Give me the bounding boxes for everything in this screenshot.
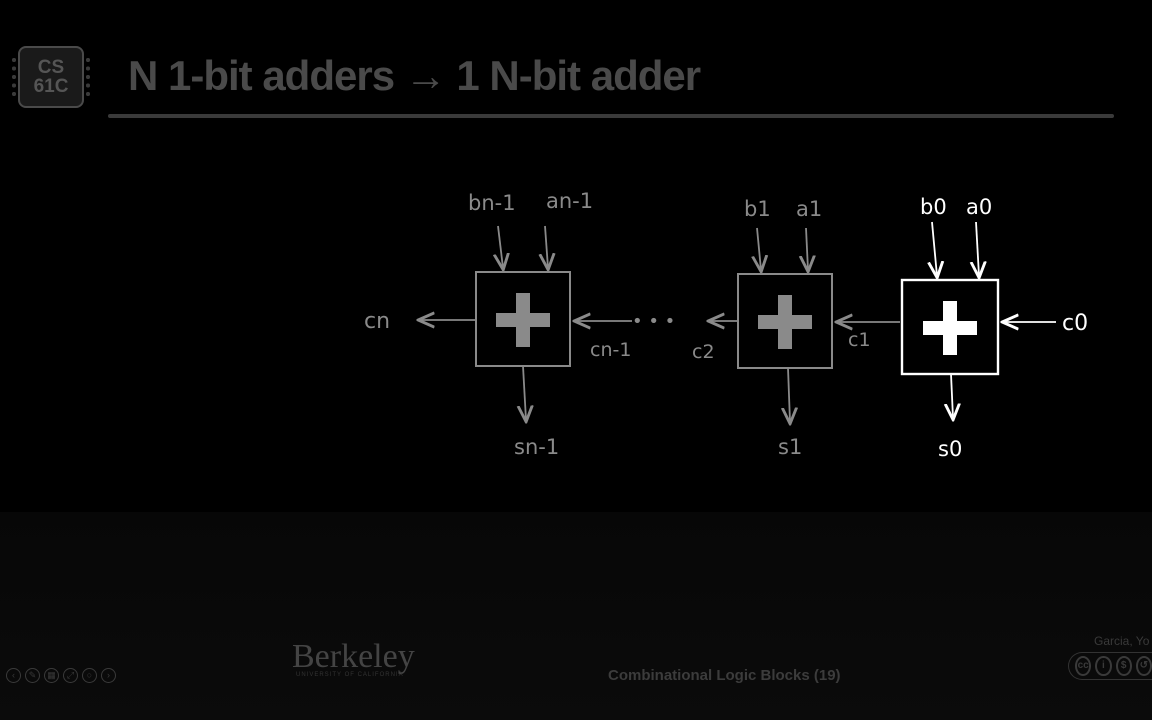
prev-icon[interactable]: ‹ [6,668,21,683]
label-cn-1: cn-1 [590,339,631,361]
edit-icon[interactable]: ✎ [25,668,40,683]
label-bn-1: bn-1 [468,191,516,215]
berkeley-subtitle: UNIVERSITY OF CALIFORNIA [296,672,404,678]
label-c0: c0 [1062,311,1088,336]
zoom-icon[interactable]: ⤢ [63,668,78,683]
adder-n-minus-1: bn-1 an-1 sn-1 cn [364,189,593,459]
by-icon: i [1095,656,1112,676]
footer-label: Combinational Logic Blocks (19) [608,667,841,684]
label-an-1: an-1 [546,189,593,213]
label-s1: s1 [778,435,802,459]
label-cn: cn [364,309,390,334]
author-credit: Garcia, Yo [1094,634,1150,648]
berkeley-logo: Berkeley [292,638,415,675]
title-divider [108,114,1114,118]
search-icon[interactable]: ○ [82,668,97,683]
label-b1: b1 [744,197,771,221]
label-c1: c1 [848,329,871,351]
label-a0: a0 [966,195,992,219]
nc-icon: $ [1115,656,1132,676]
footer-band [0,512,1152,720]
cc-icon: cc [1075,656,1092,676]
label-c2: c2 [692,341,715,363]
adder-0: b0 a0 s0 c0 [900,195,1088,461]
label-s0: s0 [938,437,962,461]
next-icon[interactable]: › [101,668,116,683]
slide-title: N 1-bit adders → 1 N-bit adder [128,52,701,99]
ellipsis: • • • [632,311,675,332]
label-b0: b0 [920,195,947,219]
cs61c-logo: CS 61C [12,46,90,108]
grid-icon[interactable]: ▦ [44,668,59,683]
slide-nav: ‹ ✎ ▦ ⤢ ○ › [6,668,116,683]
sa-icon: ↺ [1135,656,1152,676]
adder-1: b1 a1 s1 [737,197,833,459]
cc-license-badge: cc i $ ↺ [1068,652,1152,680]
label-sn-1: sn-1 [514,435,559,459]
label-a1: a1 [796,197,822,221]
